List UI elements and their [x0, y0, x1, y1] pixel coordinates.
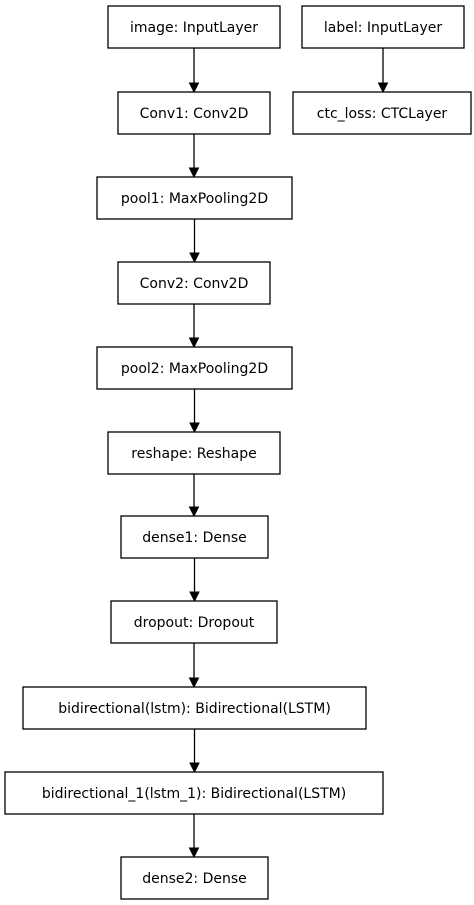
node-label: bidirectional_1(lstm_1): Bidirectional(L… [42, 786, 346, 802]
node-box [107, 431, 281, 475]
edge-conv2-to-pool2 [188, 304, 200, 349]
arrowhead-icon [188, 167, 200, 179]
node-box [4, 771, 384, 815]
node-label: pool1: MaxPooling2D [121, 191, 268, 207]
edge-bidirectional-1-to-dense2 [188, 814, 200, 859]
arrowhead-icon [189, 422, 200, 434]
arrowhead-icon [188, 82, 200, 94]
node-box [292, 91, 472, 135]
edge-pool2-to-reshape [189, 389, 200, 434]
node-image: image: InputLayer [107, 5, 281, 49]
edge-pool1-to-conv2 [189, 219, 200, 264]
arrowhead-icon [188, 847, 200, 859]
node-pool1: pool1: MaxPooling2D [96, 176, 293, 220]
arrowhead-icon [377, 82, 389, 94]
node-dense2: dense2: Dense [120, 856, 269, 900]
edge-image-to-conv1 [188, 48, 200, 94]
edge-dense1-to-dropout [189, 558, 200, 603]
node-label: dropout: Dropout [134, 615, 255, 631]
node-label: label: InputLayer [301, 5, 465, 49]
arrowhead-icon [189, 252, 200, 264]
node-dropout: dropout: Dropout [110, 600, 278, 644]
node-box [120, 856, 269, 900]
node-pool2: pool2: MaxPooling2D [96, 346, 293, 390]
node-dense1: dense1: Dense [120, 515, 269, 559]
node-label: Conv1: Conv2D [140, 106, 249, 122]
arrowhead-icon [188, 506, 200, 518]
node-box [107, 5, 281, 49]
node-label: Conv2: Conv2D [140, 276, 249, 292]
edges-layer [188, 48, 389, 859]
node-box [117, 261, 271, 305]
node-label: image: InputLayer [130, 20, 258, 36]
node-label: pool2: MaxPooling2D [121, 361, 268, 377]
edge-dropout-to-bidirectional [188, 643, 200, 689]
node-conv1: Conv1: Conv2D [117, 91, 271, 135]
edge-label-to-ctc-loss [377, 48, 389, 94]
arrowhead-icon [188, 677, 200, 689]
node-label: bidirectional(lstm): Bidirectional(LSTM) [58, 701, 331, 717]
node-label: dense2: Dense [142, 871, 247, 887]
node-bidirectional: bidirectional(lstm): Bidirectional(LSTM) [22, 686, 367, 730]
node-box [96, 176, 293, 220]
arrowhead-icon [188, 337, 200, 349]
node-label: ctc_loss: CTCLayer [317, 106, 448, 122]
node-label: reshape: Reshape [131, 446, 256, 462]
node-box [110, 600, 278, 644]
arrowhead-icon [189, 591, 200, 603]
edge-bidirectional-to-bidirectional-1 [189, 729, 200, 774]
node-reshape: reshape: Reshape [107, 431, 281, 475]
node-conv2: Conv2: Conv2D [117, 261, 271, 305]
node-box [96, 346, 293, 390]
edge-conv1-to-pool1 [188, 134, 200, 179]
node-box [120, 515, 269, 559]
node-label: label: InputLayer [324, 20, 443, 36]
node-box [22, 686, 367, 730]
node-label: dense1: Dense [142, 530, 247, 546]
node-box [301, 5, 465, 49]
edge-reshape-to-dense1 [188, 474, 200, 518]
node-ctc-loss: ctc_loss: CTCLayer [292, 91, 472, 135]
node-box [117, 91, 271, 135]
nodes-layer: image: InputLayer label: InputLayerConv1:… [4, 5, 472, 900]
arrowhead-icon [189, 762, 200, 774]
node-bidirectional-1: bidirectional_1(lstm_1): Bidirectional(L… [4, 771, 384, 815]
